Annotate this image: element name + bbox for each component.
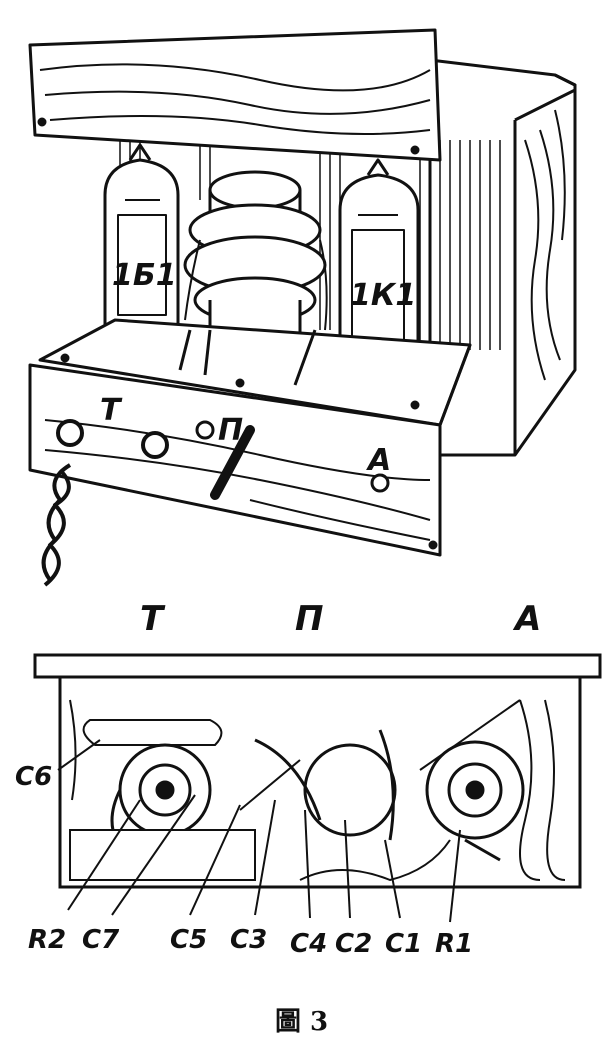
label-c5: C5 <box>170 925 207 955</box>
potentiometer-right <box>425 740 525 862</box>
underside-label-A: А <box>512 599 541 639</box>
label-c1: C1 <box>385 929 422 959</box>
underside-wood-grain <box>69 699 566 881</box>
label-leader-lines <box>57 739 461 923</box>
figure-caption: 圖 3 <box>275 1007 328 1037</box>
label-c2: C2 <box>335 929 372 959</box>
potentiometer-left <box>110 743 212 862</box>
label-c7: C7 <box>82 925 120 955</box>
tube-label-right: 1К1 <box>350 278 416 313</box>
front-label-A: А <box>366 443 391 478</box>
capacitor-c7-body <box>69 829 256 881</box>
twisted-cable <box>41 463 72 587</box>
chassis-front-bar <box>33 653 602 679</box>
label-r1: R1 <box>435 929 473 959</box>
underside-label-T: Т <box>140 599 166 639</box>
front-label-T: Т <box>100 393 123 428</box>
label-c4: C4 <box>290 929 327 959</box>
top-wooden-board <box>28 28 442 162</box>
label-r2: R2 <box>28 925 66 955</box>
label-c6: C6 <box>15 762 52 792</box>
vacuum-tube-left <box>103 143 180 360</box>
label-c3: C3 <box>230 925 267 955</box>
variable-capacitor <box>254 729 397 841</box>
assembled-receiver-drawing: 1Б1 1К1 <box>28 28 577 587</box>
chassis-underside-drawing <box>33 653 602 923</box>
underside-label-P: П <box>295 599 323 639</box>
front-wooden-panel <box>28 344 472 557</box>
front-label-P: П <box>218 413 243 448</box>
underside-wiring <box>82 699 521 882</box>
tube-label-left: 1Б1 <box>112 258 177 293</box>
